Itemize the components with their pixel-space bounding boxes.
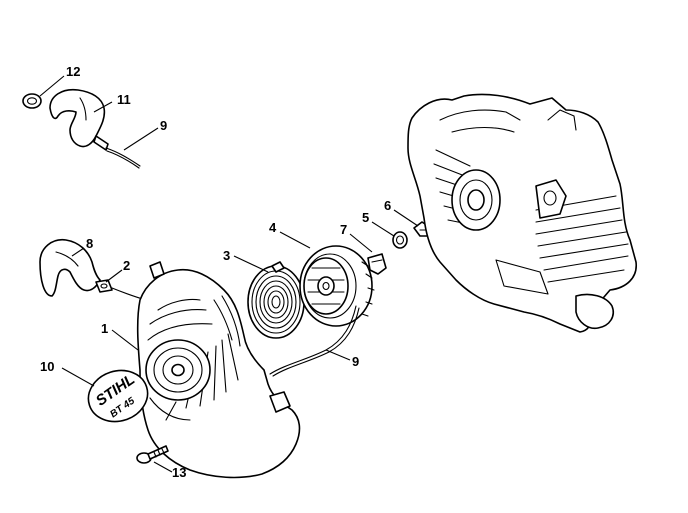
callout-4: 4 — [269, 220, 277, 235]
leader-lines — [39, 75, 419, 473]
callout-1: 1 — [101, 321, 108, 336]
part-2-sleeve — [95, 279, 147, 301]
part-9-cord-upper — [105, 147, 141, 169]
callout-12: 12 — [66, 64, 80, 79]
part-11-handle — [49, 88, 109, 151]
part-1-fan-housing — [136, 261, 301, 479]
callout-8: 8 — [86, 236, 93, 251]
callout-2: 2 — [123, 258, 130, 273]
part-5-spring-clip — [392, 231, 408, 249]
callout-6: 6 — [384, 198, 391, 213]
engine-crankcase — [407, 93, 637, 333]
part-10-badge: STIHL BT 45 — [87, 369, 149, 423]
callout-3: 3 — [223, 248, 230, 263]
callout-7: 7 — [340, 222, 347, 237]
callout-10: 10 — [40, 359, 54, 374]
part-12-ring — [22, 93, 42, 109]
callout-9-lower: 9 — [352, 354, 359, 369]
callout-13: 13 — [172, 465, 186, 480]
part-3-rewind-spring — [247, 261, 305, 339]
part-7-pawl — [367, 253, 387, 275]
callout-9-upper: 9 — [160, 118, 167, 133]
part-4-rope-rotor — [299, 245, 375, 327]
callout-11: 11 — [117, 92, 131, 107]
part-13-screw — [136, 445, 169, 464]
callout-labels: 12 11 9 8 2 3 4 7 5 6 1 10 9 13 — [40, 64, 391, 480]
callout-5: 5 — [362, 210, 369, 225]
part-8-handle — [39, 238, 101, 297]
